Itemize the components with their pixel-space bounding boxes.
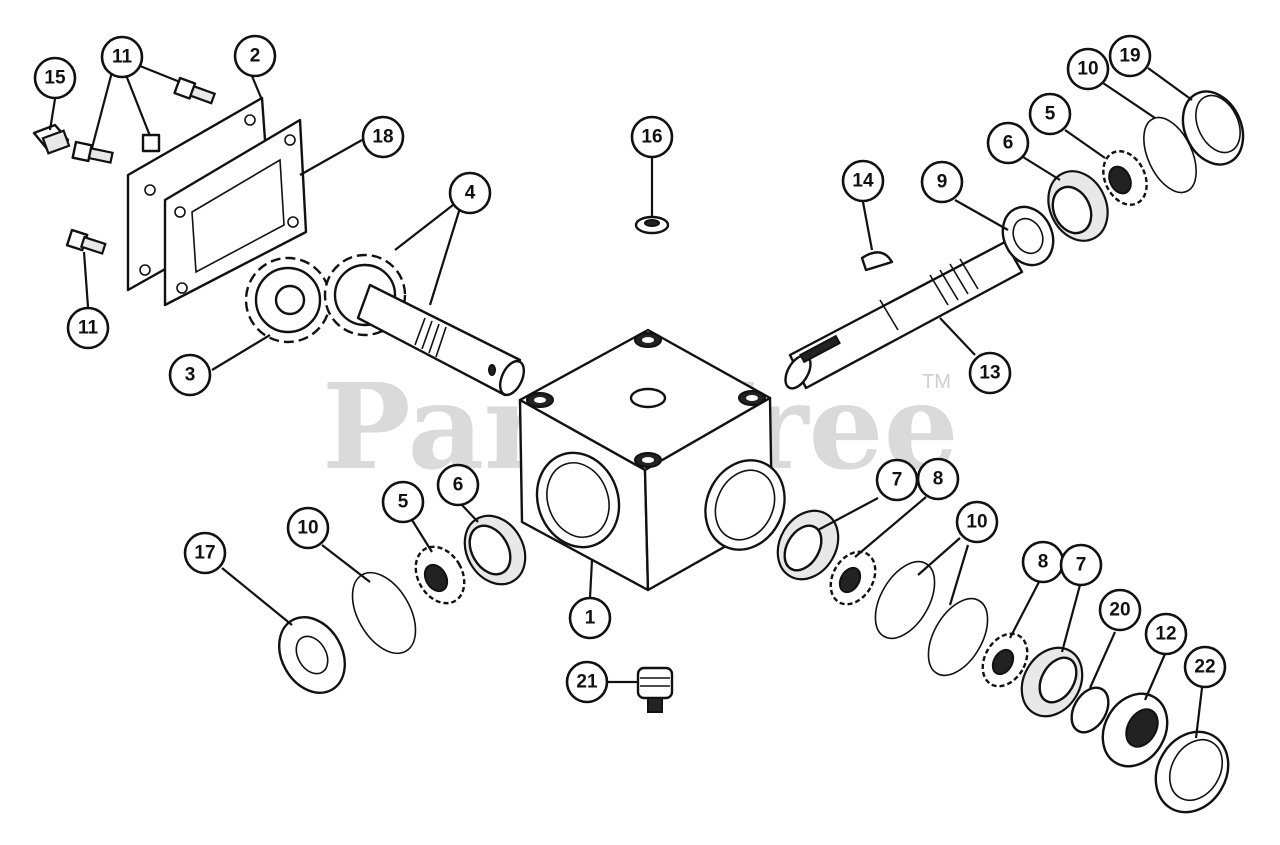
callout-4: 4 (448, 171, 492, 215)
svg-text:8: 8 (933, 469, 944, 490)
svg-text:8: 8 (1038, 552, 1049, 573)
part-seal-17 (278, 616, 346, 694)
part-seal-19 (1181, 90, 1245, 166)
callout-5-left: 5 (381, 480, 425, 524)
part-key-14 (860, 251, 894, 272)
part-gear-shaft-4 (323, 253, 526, 397)
svg-text:19: 19 (1119, 46, 1140, 67)
callout-6-top: 6 (986, 121, 1030, 165)
svg-text:10: 10 (966, 512, 987, 533)
callout-5-top: 5 (1028, 92, 1072, 136)
part-bearing-cup-7-lower (1020, 646, 1084, 718)
leader-lines (48, 60, 1204, 739)
callout-13: 13 (968, 351, 1012, 395)
callout-10-left: 10 (286, 506, 330, 550)
callout-7-lower: 7 (1059, 543, 1103, 587)
svg-text:12: 12 (1155, 624, 1176, 645)
svg-text:20: 20 (1109, 600, 1130, 621)
svg-text:15: 15 (44, 68, 66, 89)
part-seal-12 (1101, 692, 1169, 768)
part-bearing-cone-8-upper (829, 550, 877, 606)
callout-15: 15 (33, 56, 77, 100)
watermark-trademark: TM (922, 371, 951, 393)
callout-10-top: 10 (1066, 47, 1110, 91)
svg-text:6: 6 (453, 475, 464, 496)
callout-7-upper: 7 (875, 458, 919, 502)
part-cap-22 (1154, 730, 1230, 814)
svg-text:3: 3 (185, 365, 196, 386)
svg-text:5: 5 (398, 492, 409, 513)
part-washer-16 (634, 215, 670, 235)
part-gear-3 (244, 256, 332, 344)
part-bearing-cup-6-left (463, 514, 527, 586)
svg-text:18: 18 (372, 127, 393, 148)
callout-17: 17 (183, 531, 227, 575)
svg-text:9: 9 (937, 172, 948, 193)
part-bearing-cone-5-left (414, 545, 466, 605)
callout-16: 16 (630, 115, 674, 159)
svg-text:5: 5 (1045, 104, 1056, 125)
svg-text:10: 10 (1077, 59, 1098, 80)
callout-6-left: 6 (436, 463, 480, 507)
svg-text:16: 16 (641, 127, 662, 148)
part-bearing-cone-5-top (1102, 150, 1148, 206)
callout-1: 1 (568, 596, 612, 640)
svg-text:11: 11 (112, 47, 133, 68)
callout-2: 2 (233, 34, 277, 78)
part-bearing-cup-6-top (1047, 170, 1109, 242)
part-bearing-cone-8-lower (981, 632, 1029, 688)
callout-8-upper: 8 (916, 457, 960, 501)
part-housing (518, 328, 786, 592)
callout-8-lower: 8 (1021, 540, 1065, 584)
part-nut-9 (1001, 205, 1055, 267)
part-snap-ring-10-b (927, 597, 989, 677)
callout-14: 14 (841, 159, 885, 203)
svg-text:1: 1 (585, 608, 596, 629)
callout-10-right: 10 (955, 500, 999, 544)
svg-text:2: 2 (250, 46, 261, 67)
part-oring-20 (1070, 686, 1110, 734)
callout-9: 9 (920, 160, 964, 204)
svg-text:7: 7 (1076, 555, 1087, 576)
callout-11-top: 11 (100, 35, 144, 79)
part-shaft-13 (784, 240, 1024, 390)
svg-text:22: 22 (1194, 657, 1215, 678)
svg-text:13: 13 (979, 363, 1000, 384)
callout-22: 22 (1183, 645, 1227, 689)
svg-text:14: 14 (852, 171, 874, 192)
svg-text:7: 7 (892, 470, 903, 491)
callout-19: 19 (1108, 34, 1152, 78)
svg-text:4: 4 (465, 183, 476, 204)
part-snap-ring-10-left (351, 571, 417, 655)
callout-3: 3 (168, 353, 212, 397)
svg-text:6: 6 (1003, 133, 1014, 154)
part-bolts-11 (65, 76, 217, 255)
part-gasket (163, 118, 308, 307)
callout-11-bottom: 11 (66, 306, 110, 350)
svg-text:10: 10 (297, 518, 318, 539)
svg-text:11: 11 (78, 318, 99, 339)
svg-text:21: 21 (576, 672, 598, 693)
svg-text:17: 17 (194, 543, 215, 564)
part-plug-15 (32, 123, 71, 155)
part-plug-21 (636, 666, 674, 713)
callout-21: 21 (565, 660, 609, 704)
callout-20: 20 (1098, 588, 1142, 632)
callout-18: 18 (361, 115, 405, 159)
callout-12: 12 (1144, 612, 1188, 656)
part-snap-ring-10-a (874, 560, 936, 640)
